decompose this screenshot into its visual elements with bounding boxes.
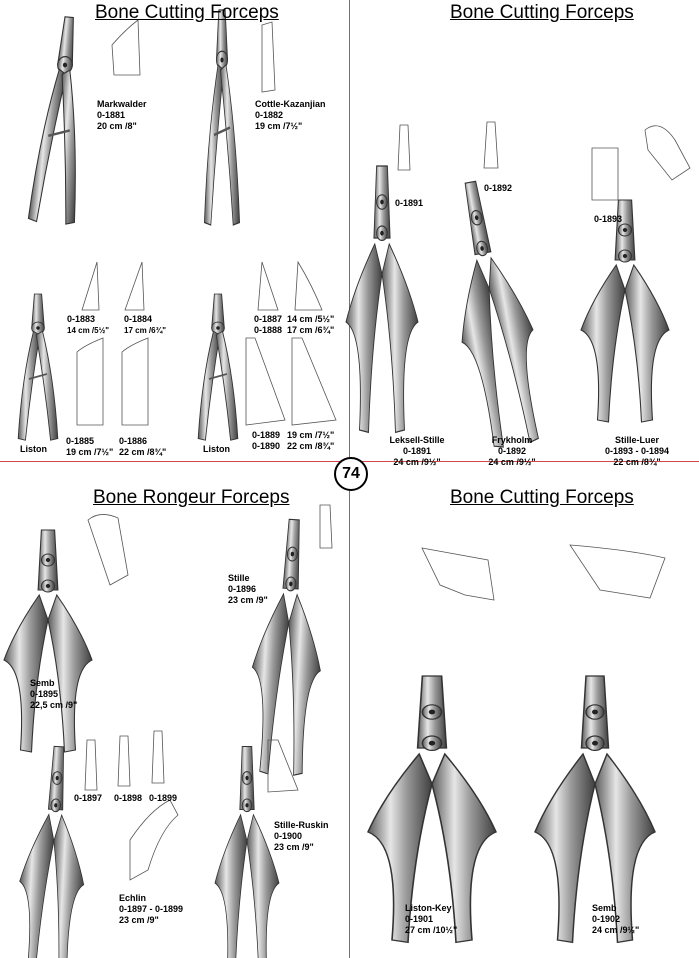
label-tip-0-1893: 0-1893 [594, 214, 623, 224]
label-0-1883: 0-1883 14 cm /5½" [67, 314, 110, 335]
q2-title: Bone Cutting Forceps [450, 2, 634, 23]
label-stille-luer: Stille-Luer 0-1893 - 0-1894 22 cm /8¾" [604, 435, 670, 467]
label-0-1886: 0-1886 22 cm /8¾" [119, 436, 167, 457]
label-markwalder: Markwalder 0-1881 20 cm /8" [97, 99, 147, 131]
label-semb-0-1902: Semb 0-1902 24 cm /9½" [592, 903, 640, 935]
q1-title: Bone Cutting Forceps [95, 2, 279, 23]
label-echlin: Echlin 0-1897 - 0-1899 23 cm /9" [119, 893, 184, 925]
label-frykholm: Frykholm 0-1892 24 cm /9½" [488, 435, 536, 467]
label-0-1887-0-1888: 0-1887 0-1888 [254, 314, 283, 335]
label-semb: Semb 0-1895 22,5 cm /9" [30, 678, 78, 710]
label-tip-0-1897: 0-1897 [74, 793, 103, 803]
label-stille-ruskin: Stille-Ruskin 0-1900 23 cm /9" [274, 820, 329, 852]
label-leksell-stille: Leksell-Stille 0-1891 24 cm /9½" [389, 435, 445, 467]
label-liston-left: Liston [20, 444, 47, 454]
page-number: 74 [334, 457, 368, 491]
label-sizes-1887-1888: 14 cm /5½" 17 cm /6¾" [287, 314, 335, 335]
label-tip-0-1892: 0-1892 [484, 183, 513, 193]
label-tip-0-1899: 0-1899 [149, 793, 178, 803]
label-cottle-kazanjian: Cottle-Kazanjian 0-1882 19 cm /7½" [255, 99, 326, 131]
label-tip-0-1898: 0-1898 [114, 793, 143, 803]
label-liston-right: Liston [203, 444, 230, 454]
label-stille: Stille 0-1896 23 cm /9" [228, 573, 268, 605]
label-0-1889-0-1890: 0-1889 0-1890 [252, 430, 281, 451]
q3-title: Bone Rongeur Forceps [93, 487, 290, 508]
label-tip-0-1891: 0-1891 [395, 198, 424, 208]
label-sizes-1889-1890: 19 cm /7½" 22 cm /8¾" [287, 430, 335, 451]
label-liston-key: Liston-Key 0-1901 27 cm /10½" [405, 903, 458, 935]
label-0-1884: 0-1884 17 cm /6¾" [124, 314, 167, 335]
q4-title: Bone Cutting Forceps [450, 487, 634, 508]
label-0-1885: 0-1885 19 cm /7½" [66, 436, 114, 457]
